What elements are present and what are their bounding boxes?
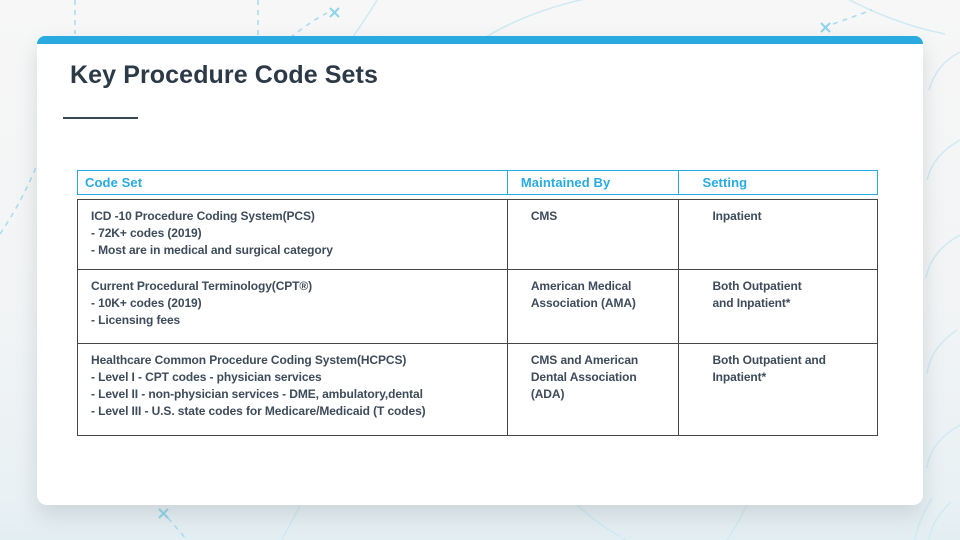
cell-code-set: Healthcare Common Procedure Coding Syste… bbox=[78, 344, 507, 435]
title-underline bbox=[63, 117, 138, 119]
cell-line: Both Outpatient bbox=[712, 279, 802, 293]
cell-line: Both Outpatient and bbox=[712, 353, 826, 367]
table-header-row: Code Set Maintained By Setting bbox=[77, 170, 878, 195]
map-dashed-routes bbox=[0, 0, 873, 540]
cell-line: - Level II - non-physician services - DM… bbox=[91, 387, 423, 401]
cell-line: (ADA) bbox=[530, 387, 565, 401]
table-row: Current Procedural Terminology(CPT®) - 10… bbox=[78, 270, 877, 344]
cell-line: Dental Association bbox=[530, 370, 637, 384]
cell-setting: Inpatient bbox=[678, 200, 877, 269]
table-row: ICD -10 Procedure Coding System(PCS) - 72… bbox=[78, 200, 877, 270]
cell-line: - Licensing fees bbox=[91, 313, 181, 327]
map-cross-icon bbox=[820, 22, 831, 33]
column-header-setting: Setting bbox=[678, 171, 877, 194]
column-header-maintained-by: Maintained By bbox=[506, 171, 679, 194]
map-cross-icon bbox=[158, 508, 169, 519]
cell-line: - 72K+ codes (2019) bbox=[91, 226, 202, 240]
cell-code-set: ICD -10 Procedure Coding System(PCS) - 72… bbox=[78, 200, 507, 269]
cell-line: and Inpatient* bbox=[712, 296, 791, 310]
column-header-code-set: Code Set bbox=[85, 175, 143, 190]
cell-line: Inpatient* bbox=[712, 370, 767, 384]
cell-line: American Medical bbox=[530, 279, 632, 293]
table-body: ICD -10 Procedure Coding System(PCS) - 72… bbox=[77, 199, 878, 436]
cell-line: Inpatient bbox=[712, 209, 762, 223]
cell-line: Association (AMA) bbox=[530, 296, 636, 310]
accent-bar bbox=[37, 36, 923, 44]
table-row: Healthcare Common Procedure Coding Syste… bbox=[78, 344, 877, 435]
page-title: Key Procedure Code Sets bbox=[70, 61, 378, 89]
map-cross-icon bbox=[329, 7, 340, 18]
cell-line: - Most are in medical and surgical categ… bbox=[91, 243, 333, 257]
cell-line: - Level I - CPT codes - physician servic… bbox=[91, 370, 322, 384]
cell-line: CMS bbox=[530, 209, 558, 223]
cell-line: CMS and American bbox=[530, 353, 639, 367]
cell-line: ICD -10 Procedure Coding System(PCS) bbox=[91, 209, 315, 223]
cell-line: - Level III - U.S. state codes for Medic… bbox=[91, 404, 426, 418]
cell-setting: Both Outpatient and Inpatient* bbox=[678, 270, 877, 343]
cell-code-set: Current Procedural Terminology(CPT®) - 10… bbox=[78, 270, 507, 343]
slide-card: Key Procedure Code Sets Code Set Maintai… bbox=[37, 36, 923, 505]
cell-line: Healthcare Common Procedure Coding Syste… bbox=[91, 353, 407, 367]
procedure-code-sets-table: Code Set Maintained By Setting ICD -10 P… bbox=[77, 170, 878, 436]
cell-maintained-by: CMS bbox=[506, 200, 679, 269]
cell-line: - 10K+ codes (2019) bbox=[91, 296, 202, 310]
cell-line: Current Procedural Terminology(CPT®) bbox=[91, 279, 313, 293]
